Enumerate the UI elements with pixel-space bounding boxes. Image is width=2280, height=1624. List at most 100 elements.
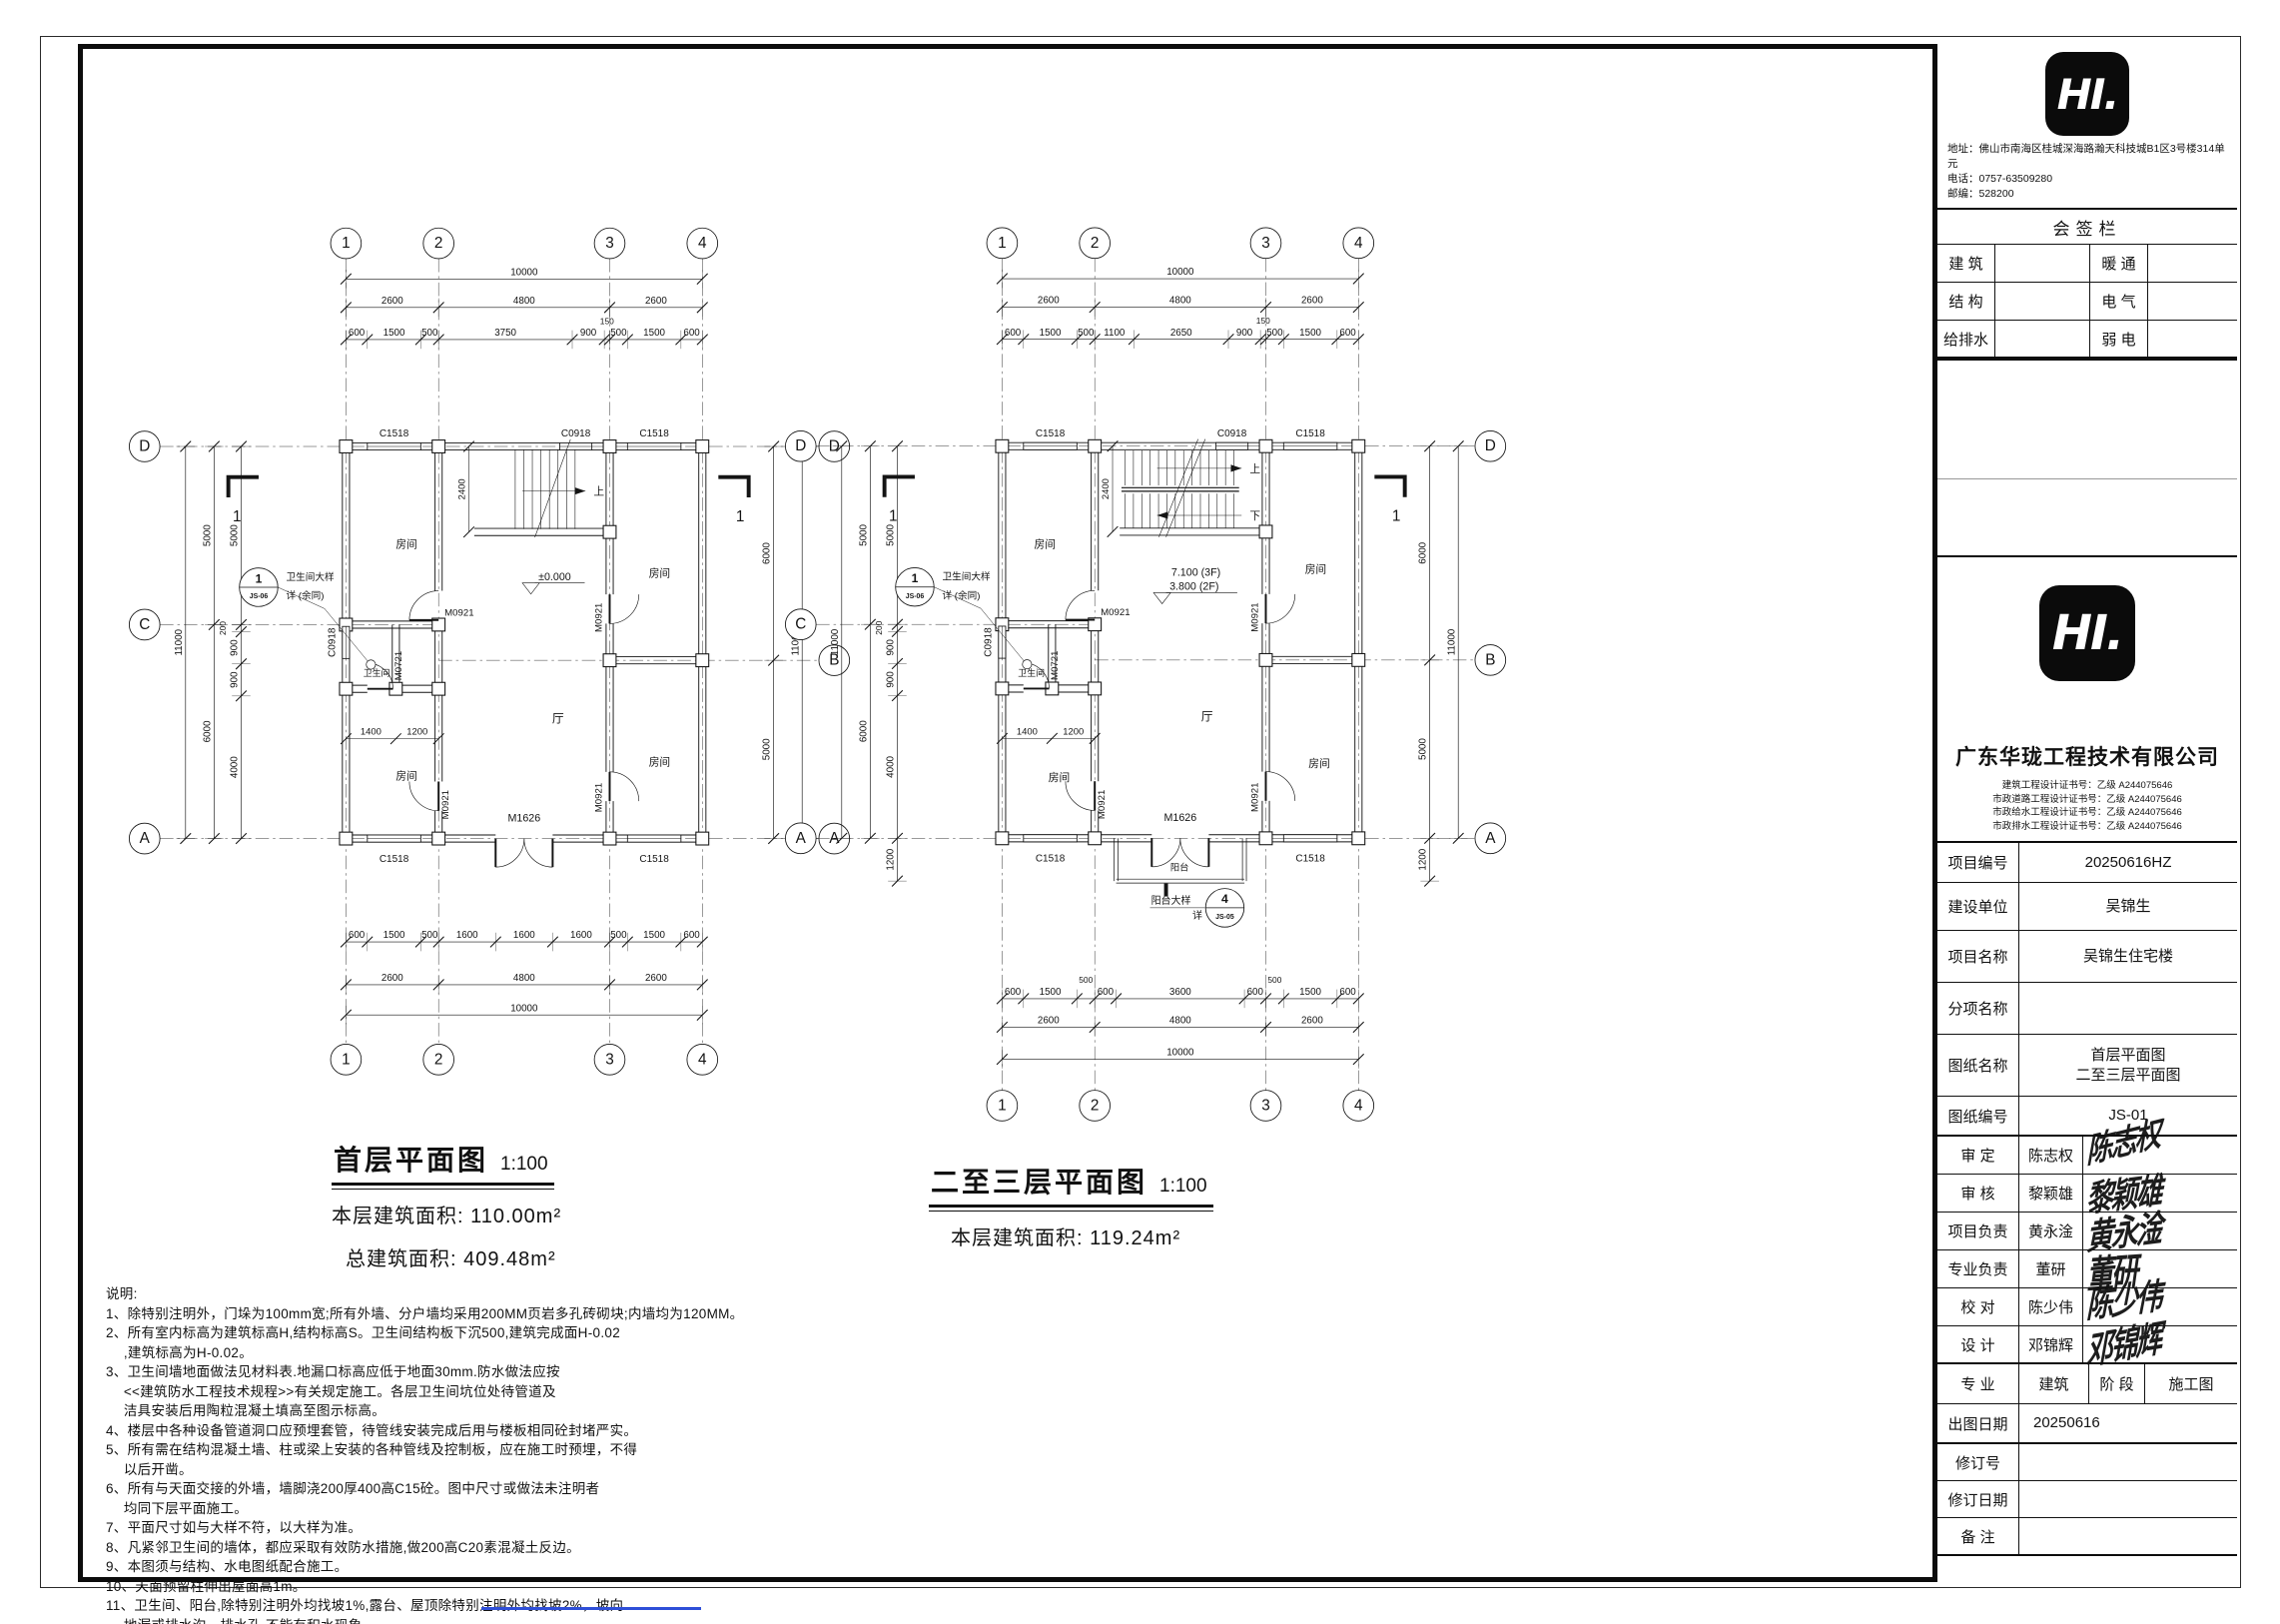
svg-text:2600: 2600	[645, 973, 667, 984]
company-name: 广东华珑工程技术有限公司	[1955, 746, 2219, 769]
svg-text:600: 600	[683, 328, 700, 339]
note-line: 1、除特别注明外，门垛为100mm宽;所有外墙、分户墙均采用200MM页岩多孔砖…	[106, 1305, 744, 1321]
svg-text:2: 2	[434, 235, 443, 252]
svg-text:C0918: C0918	[561, 428, 591, 439]
plan1-area-2: 总建筑面积: 409.48m²	[346, 1248, 556, 1270]
svg-text:500: 500	[1079, 975, 1093, 985]
svg-text:D: D	[1485, 437, 1496, 454]
role-label: 设 计	[1937, 1326, 2019, 1362]
plan2-scale: 1:100	[1159, 1176, 1207, 1197]
field-value: JS-01	[2108, 1107, 2148, 1124]
svg-text:阳台大样: 阳台大样	[1151, 894, 1191, 907]
svg-text:11000: 11000	[174, 628, 185, 655]
cert-line: 市政道路工程设计证书号：乙级 A244075646	[1992, 793, 2182, 805]
svg-text:1: 1	[233, 508, 242, 525]
svg-text:C: C	[795, 616, 806, 633]
address-line: 地址：佛山市南海区桂城深海路瀚天科技城B1区3号楼314单元	[1947, 143, 2225, 170]
field-label: 分项名称	[1937, 983, 2019, 1034]
svg-text:1: 1	[342, 1051, 351, 1068]
svg-text:3750: 3750	[494, 328, 516, 339]
svg-text:房间: 房间	[1049, 771, 1070, 784]
note-line: 10、天面预留柱伸出屋面高1m。	[106, 1578, 307, 1594]
svg-text:C1518: C1518	[380, 428, 409, 439]
company-certs: 建筑工程设计证书号：乙级 A244075646 市政道路工程设计证书号：乙级 A…	[1937, 779, 2237, 841]
svg-text:4800: 4800	[513, 973, 535, 984]
svg-text:1: 1	[256, 571, 263, 585]
person-name: 陈少伟	[2019, 1288, 2083, 1325]
svg-text:1200: 1200	[886, 848, 897, 870]
svg-text:4000: 4000	[230, 756, 241, 778]
svg-text:900: 900	[886, 639, 897, 656]
svg-text:厅: 厅	[552, 713, 564, 726]
svg-text:1500: 1500	[383, 930, 405, 941]
huiqian-row: 建 筑 暖 通	[1937, 245, 2237, 283]
field-value: 建筑	[2019, 1364, 2089, 1403]
hq-label: 给排水	[1937, 321, 1995, 357]
svg-text:D: D	[139, 438, 150, 455]
svg-text:详 (余同): 详 (余同)	[942, 589, 980, 601]
svg-text:A: A	[140, 830, 151, 847]
svg-text:11000: 11000	[790, 628, 801, 655]
svg-text:2400: 2400	[457, 478, 468, 499]
svg-text:1200: 1200	[1418, 848, 1429, 870]
svg-text:A: A	[829, 830, 840, 847]
discipline-lead-row: 专业负责 董研 董研	[1937, 1250, 2237, 1296]
svg-text:1500: 1500	[1040, 328, 1062, 339]
svg-text:600: 600	[1005, 328, 1022, 339]
svg-text:M0921: M0921	[1249, 783, 1260, 812]
svg-text:600: 600	[349, 930, 366, 941]
tb-logo-section: HI. 地址：佛山市南海区桂城深海路瀚天科技城B1区3号楼314单元 电话：07…	[1937, 44, 2237, 210]
field-label: 专 业	[1937, 1364, 2019, 1403]
field-value: 20250616	[2033, 1414, 2100, 1431]
svg-text:5000: 5000	[858, 524, 869, 546]
field-label: 备 注	[1937, 1518, 2019, 1554]
svg-text:3: 3	[605, 235, 614, 252]
svg-text:下: 下	[1249, 510, 1260, 522]
svg-text:1200: 1200	[406, 727, 427, 738]
discipline-stage-row: 专 业 建筑 阶 段 施工图	[1937, 1364, 2237, 1404]
field-label: 图纸名称	[1937, 1035, 2019, 1096]
field-value	[2019, 983, 2237, 1034]
note-line: 5、所有需在结构混凝土墙、柱或梁上安装的各种管线及控制板，应在施工时预埋，不得	[106, 1442, 638, 1457]
svg-text:6000: 6000	[202, 720, 213, 742]
zip-line: 邮编：528200	[1947, 188, 2014, 200]
cert-line: 市政给水工程设计证书号：乙级 A244075646	[1992, 807, 2182, 818]
svg-text:500: 500	[421, 930, 438, 941]
svg-text:2: 2	[1091, 235, 1100, 252]
svg-text:1500: 1500	[1040, 987, 1062, 998]
construction-notes: 说明: 1、除特别注明外，门垛为100mm宽;所有外墙、分户墙均采用200MM页…	[106, 1284, 1154, 1624]
svg-text:4800: 4800	[1169, 296, 1191, 307]
svg-text:M0921: M0921	[444, 608, 473, 619]
svg-text:5000: 5000	[886, 524, 897, 546]
role-label: 审 定	[1937, 1137, 2019, 1174]
phone-line: 电话：0757-63509280	[1947, 173, 2053, 185]
svg-text:900: 900	[230, 639, 241, 656]
svg-text:900: 900	[886, 671, 897, 688]
svg-text:卫生间: 卫生间	[364, 667, 390, 678]
svg-text:2600: 2600	[1038, 296, 1060, 307]
svg-text:房间: 房间	[1308, 757, 1329, 770]
svg-text:5000: 5000	[202, 524, 213, 546]
svg-text:±0.000: ±0.000	[538, 571, 571, 583]
svg-text:4: 4	[1354, 235, 1363, 252]
svg-text:2650: 2650	[1170, 328, 1192, 339]
project-lead-row: 项目负责 黄永淦 黄永淦	[1937, 1209, 2237, 1257]
svg-text:5000: 5000	[230, 524, 241, 546]
plan1-area-1: 本层建筑面积: 110.00m²	[332, 1206, 562, 1227]
checker-row: 审 核 黎颖雄 黎颖雄	[1937, 1171, 2237, 1219]
title-block: HI. 地址：佛山市南海区桂城深海路瀚天科技城B1区3号楼314单元 电话：07…	[1932, 44, 2237, 1582]
svg-text:M0921: M0921	[1249, 602, 1260, 631]
hq-value	[2148, 245, 2237, 282]
svg-text:D: D	[795, 437, 806, 454]
field-label: 建设单位	[1937, 883, 2019, 930]
note-line: 3、卫生间墙地面做法见材料表.地漏口标高应低于地面30mm.防水做法应按	[106, 1364, 560, 1379]
field-label: 图纸编号	[1937, 1097, 2019, 1135]
svg-text:M1626: M1626	[507, 812, 540, 824]
svg-text:1: 1	[736, 508, 745, 525]
svg-text:600: 600	[1247, 987, 1264, 998]
svg-text:1: 1	[1392, 508, 1401, 525]
svg-text:10000: 10000	[1166, 1048, 1194, 1059]
field-value: 施工图	[2168, 1376, 2214, 1393]
